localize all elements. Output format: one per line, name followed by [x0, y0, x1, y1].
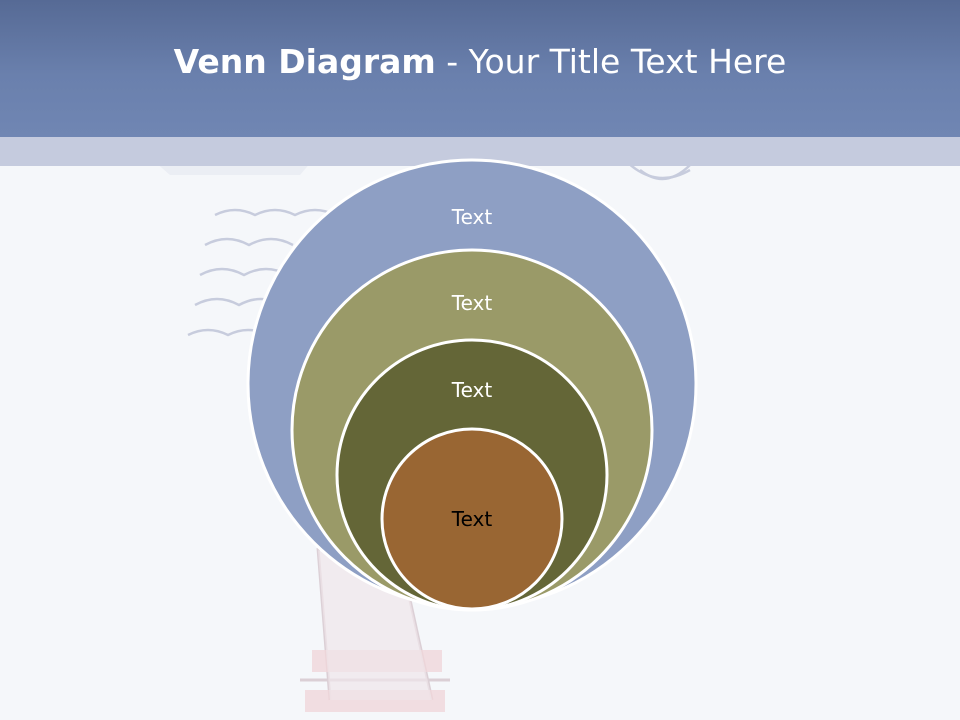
- slide-title-bold: Venn Diagram: [173, 42, 436, 81]
- circle-inner[interactable]: Text: [380, 427, 564, 611]
- slide-title-rest: - Your Title Text Here: [435, 42, 787, 81]
- circle-outer-label: Text: [451, 205, 493, 229]
- circle-second-label: Text: [451, 291, 493, 315]
- slide-title[interactable]: Venn Diagram - Your Title Text Here: [0, 40, 960, 84]
- circle-inner-shape: [380, 427, 564, 611]
- circle-third-label: Text: [451, 378, 493, 402]
- title-bar: [0, 0, 960, 137]
- circle-inner-label: Text: [451, 507, 493, 531]
